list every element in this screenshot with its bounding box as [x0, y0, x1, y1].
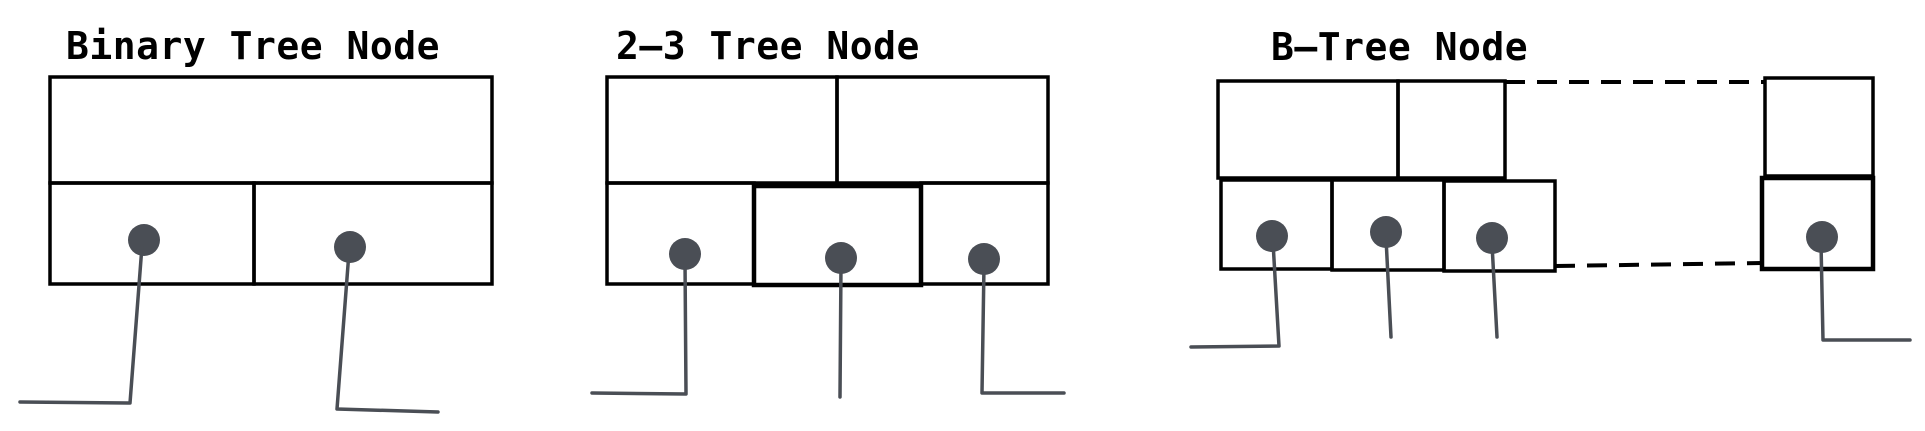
b-tree-bottom-continuation — [1554, 261, 1763, 268]
b-tree-pointer-2 — [1370, 216, 1402, 339]
two-three-key-cell-1 — [605, 75, 839, 185]
binary-left-pointer-dot — [128, 224, 160, 256]
two-three-middle-pointer-dot — [825, 242, 857, 274]
two-three-left-pointer-dot — [669, 238, 701, 270]
two-three-key-cell-2 — [835, 75, 1050, 185]
b-tree-key-cell-2 — [1396, 79, 1507, 180]
two-three-middle-pointer — [825, 242, 857, 399]
binary-tree-node: Binary Tree Node — [18, 24, 494, 414]
two-three-middle-pointer-line — [838, 262, 843, 399]
b-tree-pointer-1 — [1189, 220, 1288, 349]
two-three-right-pointer-dot — [968, 243, 1000, 275]
b-tree-pointer-cell-3 — [1442, 179, 1557, 273]
b-tree-pointer-1-dot — [1256, 220, 1288, 252]
binary-right-pointer-line — [335, 250, 440, 414]
binary-left-pointer — [18, 224, 160, 405]
b-tree-node-title: B–Tree Node — [1271, 25, 1528, 69]
binary-right-pointer-dot — [334, 231, 366, 263]
b-tree-pointer-3-dot — [1476, 222, 1508, 254]
b-tree-pointer-last-line — [1819, 241, 1912, 342]
b-tree-key-cell-last — [1763, 76, 1875, 178]
two-three-right-pointer — [968, 243, 1066, 395]
two-three-tree-node-title: 2–3 Tree Node — [616, 24, 920, 68]
b-tree-pointer-2-line — [1384, 236, 1393, 339]
two-three-left-pointer-line — [590, 258, 688, 396]
b-tree-pointer-2-dot — [1370, 216, 1402, 248]
binary-key-cell — [48, 75, 494, 185]
two-three-left-pointer — [590, 238, 701, 396]
binary-right-pointer — [334, 231, 440, 414]
b-tree-pointer-last-dot — [1806, 221, 1838, 253]
b-tree-pointer-1-line — [1189, 240, 1281, 349]
binary-left-pointer-line — [18, 244, 144, 405]
binary-tree-node-title: Binary Tree Node — [66, 24, 440, 68]
b-tree-pointer-3-line — [1490, 242, 1499, 339]
two-three-right-pointer-line — [980, 263, 1066, 395]
b-tree-node: B–Tree Node — [1189, 25, 1912, 349]
b-tree-pointer-3 — [1476, 222, 1508, 339]
b-tree-pointer-cell-last — [1759, 175, 1876, 272]
b-tree-key-cell-1 — [1216, 79, 1400, 180]
two-three-tree-node: 2–3 Tree Node — [590, 24, 1066, 399]
b-tree-pointer-last — [1806, 221, 1912, 342]
binary-right-pointer-cell — [252, 181, 494, 286]
